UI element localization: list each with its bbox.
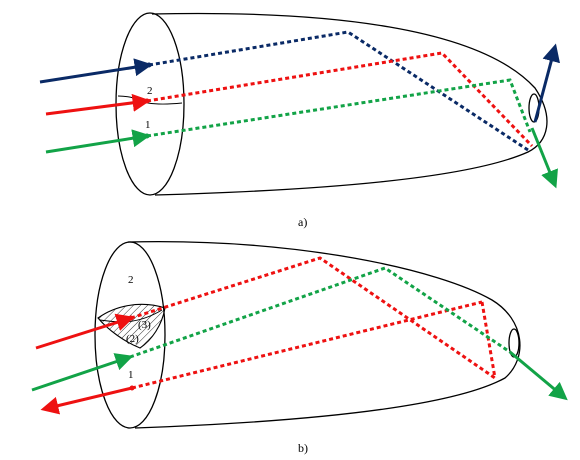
red-exit-dot-b — [129, 385, 135, 391]
red-entry-dot-b — [128, 315, 134, 321]
panel-a: 2 1 a) — [39, 12, 560, 229]
label-2-a: 2 — [147, 85, 153, 97]
cone-body-b — [127, 241, 521, 429]
green-internal-path-b — [129, 266, 511, 359]
caption-b: b) — [298, 441, 308, 455]
red-incident-arrow-b — [35, 313, 135, 350]
blue-incident-arrow — [39, 58, 153, 84]
label-1-b: 1 — [128, 369, 134, 381]
green-exit-arrow — [530, 127, 558, 189]
cone-body-a — [151, 12, 548, 196]
red-internal-path — [146, 51, 534, 148]
green-incident-arrow — [45, 129, 151, 154]
blue-exit-arrow — [533, 43, 560, 123]
red-incident-arrow — [45, 93, 151, 116]
label-3-b: (3) — [138, 319, 151, 331]
entrance-window-b — [94, 241, 166, 429]
caption-a: a) — [298, 215, 307, 229]
blue-entry-dot — [146, 62, 152, 68]
green-exit-arrow-b — [509, 350, 568, 401]
panel-b: 2 (3) (2) 1 b) — [31, 241, 568, 455]
label-2-inner-b: (2) — [126, 333, 139, 345]
green-incident-arrow-b — [31, 353, 134, 392]
green-internal-path — [146, 78, 532, 138]
red-internal-path-b — [130, 256, 496, 380]
green-entry-dot — [144, 133, 150, 139]
red-reflected-arrow — [40, 386, 133, 415]
red-return-internal-path — [480, 301, 497, 379]
label-2-b: 2 — [128, 274, 134, 286]
label-1-a: 1 — [145, 119, 151, 131]
red-return-upper-path — [131, 300, 483, 390]
blue-internal-path — [148, 30, 529, 152]
red-entry-dot — [144, 98, 150, 104]
